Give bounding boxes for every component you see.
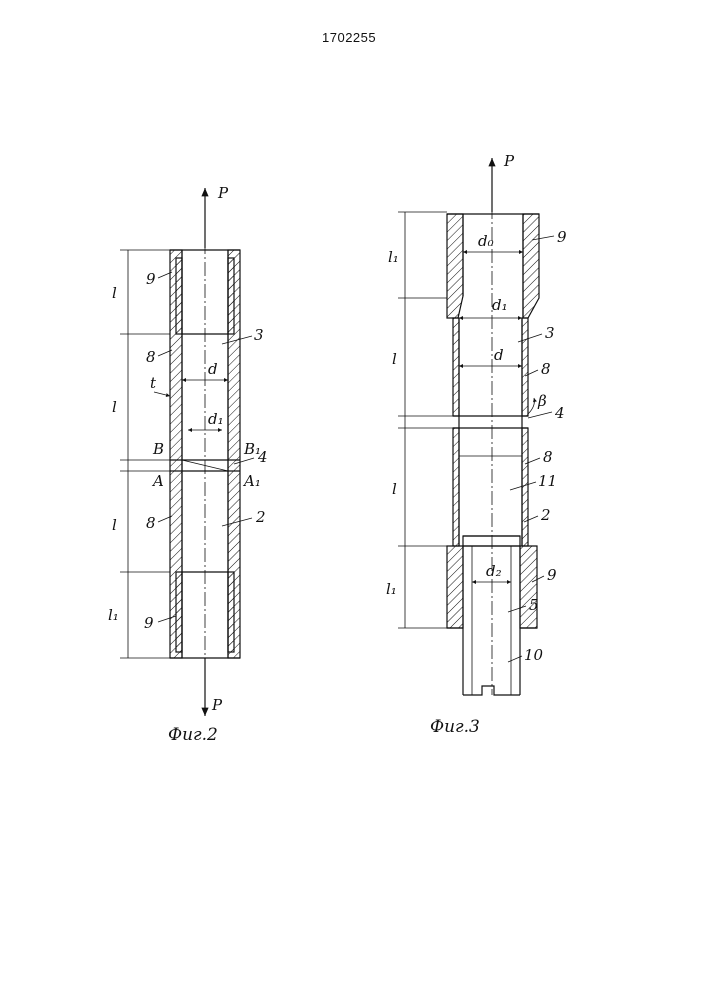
fig3-part-3: 3	[545, 324, 555, 342]
fig3-part-9-top: 9	[557, 228, 567, 246]
fig3-caption: Фиг.3	[430, 717, 480, 737]
fig3-dim-l1-bottom: l₁	[386, 580, 397, 598]
fig3-d0-label: d₀	[478, 232, 494, 250]
fig3-bottom-sleeve-left	[447, 546, 463, 628]
fig3-lower-tube-right	[522, 428, 528, 546]
fig2-top-sleeve-right	[228, 258, 234, 334]
fig2-d-label: d	[208, 360, 218, 378]
fig3-part-10: 10	[524, 646, 544, 664]
fig2-section-b: B	[152, 440, 164, 458]
fig3-bottom-sleeve-right	[520, 546, 537, 628]
fig2-part-9-top: 9	[146, 270, 156, 288]
fig2-part-4: 4	[257, 448, 268, 466]
fig3-top-sleeve-right	[523, 214, 539, 318]
fig3-dim-l-2: l	[392, 480, 397, 498]
fig2-section-a: A	[151, 472, 164, 490]
fig3-top-sleeve-left	[447, 214, 463, 318]
fig2-dim-l-3: l	[112, 516, 117, 534]
fig3-dim-l-1: l	[392, 350, 397, 368]
figure-3: P	[386, 152, 567, 737]
fig2-part-8-bottom: 8	[146, 514, 156, 532]
fig2-section-a1: A₁	[242, 472, 261, 490]
fig2-bottom-sleeve-left	[176, 572, 182, 652]
fig2-d1-label: d₁	[208, 410, 224, 428]
fig3-part-2: 2	[540, 506, 551, 524]
fig3-load-label: P	[503, 152, 515, 170]
fig3-dim-l1-top: l₁	[388, 248, 399, 266]
fig3-d2-label: d₂	[486, 562, 502, 580]
fig2-load-label-bottom: P	[211, 696, 223, 714]
fig2-part-3: 3	[254, 326, 264, 344]
fig2-dim-l-2: l	[112, 398, 117, 416]
fig2-dim-l-1: l	[112, 284, 117, 302]
fig2-part-2: 2	[255, 508, 266, 526]
fig3-part-4: 4	[554, 404, 565, 422]
fig2-caption: Фиг.2	[168, 725, 218, 745]
fig2-bottom-sleeve-right	[228, 572, 234, 652]
fig3-rod-collar	[463, 536, 520, 546]
fig2-part-8-top: 8	[146, 348, 156, 366]
fig3-beta-label: β	[537, 392, 547, 410]
fig3-d-label: d	[494, 346, 504, 364]
fig3-part-8-lower: 8	[543, 448, 553, 466]
fig3-upper-tube-left	[453, 318, 459, 416]
fig3-part-8-top: 8	[541, 360, 551, 378]
figure-2: P P l l l l₁	[108, 184, 268, 745]
fig3-lower-tube-left	[453, 428, 459, 546]
fig2-load-label-top: P	[217, 184, 229, 202]
fig3-rod-slot	[463, 686, 520, 695]
fig3-part-5: 5	[529, 596, 539, 614]
fig2-dim-l1: l₁	[108, 606, 119, 624]
fig2-part-9-bottom: 9	[144, 614, 154, 632]
fig2-t-label: t	[150, 374, 157, 392]
fig2-t-arrow	[154, 392, 170, 396]
fig3-part-9-bottom: 9	[547, 566, 557, 584]
fig3-beta-arc	[528, 398, 534, 414]
fig3-upper-tube-right	[522, 318, 528, 416]
fig2-top-sleeve-left	[176, 258, 182, 334]
fig3-d1-label: d₁	[492, 296, 508, 314]
fig3-part-11: 11	[538, 472, 557, 490]
